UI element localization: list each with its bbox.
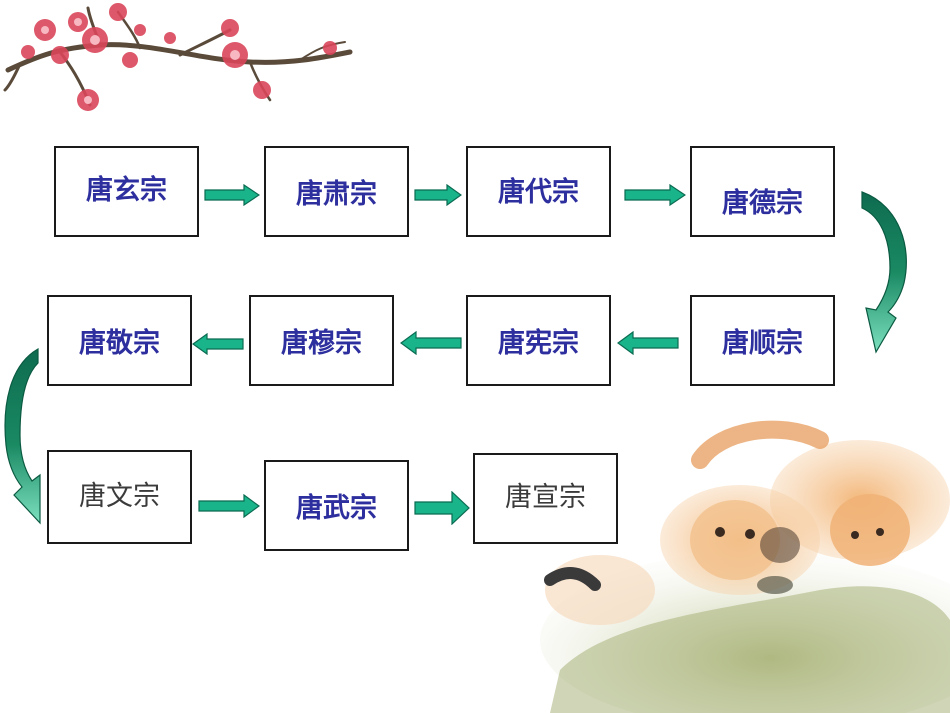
node-wenzong: 唐文宗 (47, 450, 192, 544)
node-label: 唐穆宗 (281, 328, 362, 359)
arrow-right-icon (414, 491, 470, 525)
plum-blossom-branch-image (3, 3, 353, 111)
node-jingzong: 唐敬宗 (47, 295, 192, 386)
node-xuanzong: 唐玄宗 (54, 146, 199, 237)
node-label: 唐代宗 (498, 177, 579, 208)
node-label: 唐顺宗 (722, 328, 803, 359)
node-label: 唐文宗 (79, 480, 160, 512)
node-xianzong: 唐宪宗 (466, 295, 611, 386)
curved-arrow-down-icon (861, 191, 907, 354)
node-muzong: 唐穆宗 (249, 295, 394, 386)
arrow-right-icon (414, 184, 462, 206)
node-shunzong: 唐顺宗 (690, 295, 835, 386)
node-suzong: 唐肃宗 (264, 146, 409, 237)
node-dezong: 唐德宗 (690, 146, 835, 237)
arrow-left-icon (617, 331, 679, 355)
node-label: 唐宪宗 (498, 328, 579, 359)
arrow-right-icon (624, 184, 686, 206)
arrow-right-icon (204, 184, 260, 206)
node-label: 唐玄宗 (86, 175, 167, 206)
cats-on-rock-image (540, 420, 950, 713)
node-label: 唐德宗 (722, 188, 803, 219)
node-wuzong: 唐武宗 (264, 460, 409, 551)
node-xuanzong-2: 唐宣宗 (473, 453, 618, 544)
arrow-left-icon (192, 333, 244, 355)
node-daizong: 唐代宗 (466, 146, 611, 237)
arrow-left-icon (400, 331, 462, 355)
curved-arrow-down-icon (4, 347, 41, 525)
node-label: 唐敬宗 (79, 328, 160, 359)
node-label: 唐宣宗 (505, 482, 586, 513)
node-label: 唐武宗 (296, 493, 377, 524)
arrow-right-icon (198, 494, 260, 518)
node-label: 唐肃宗 (296, 179, 377, 210)
